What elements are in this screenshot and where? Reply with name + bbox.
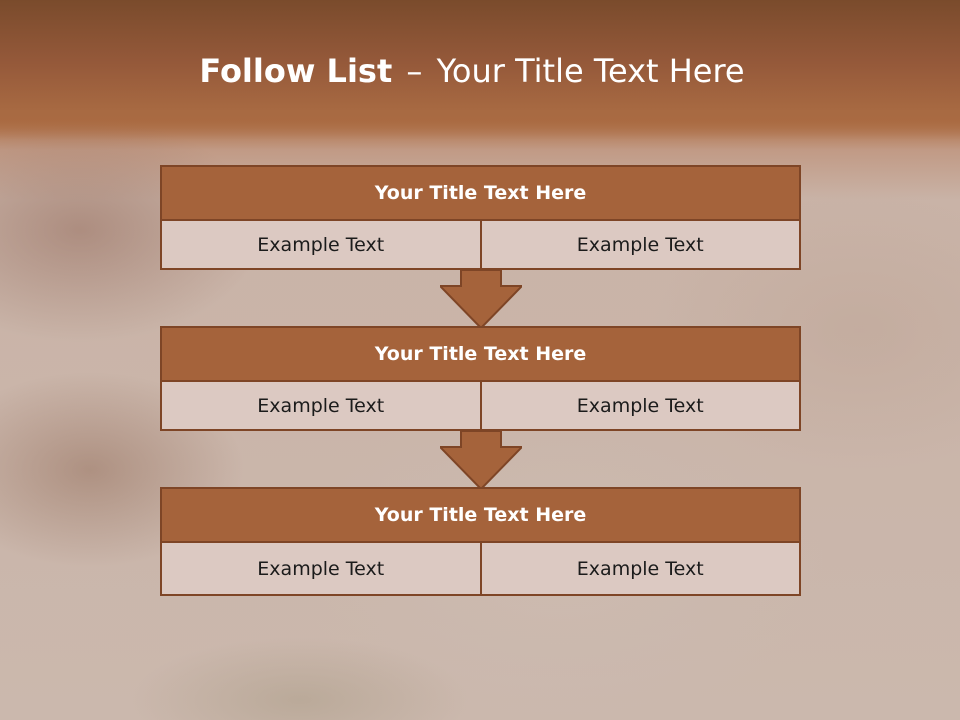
flow-block-title: Your Title Text Here [160,165,801,221]
down-arrow-icon [440,270,522,328]
slide-title-rest: Your Title Text Here [436,52,745,90]
flow-block-cell-left: Example Text [160,221,482,270]
slide-title-bold: Follow List [199,52,393,90]
flow-block-3: Your Title Text Here Example Text Exampl… [160,487,801,596]
flow-block-cell-right: Example Text [481,543,801,596]
header-band [0,0,960,140]
down-arrow-icon [440,431,522,489]
flow-block-cell-left: Example Text [160,543,482,596]
slide-title: Follow List – Your Title Text Here [0,52,944,90]
flow-block-title: Your Title Text Here [160,487,801,543]
flow-block-cell-right: Example Text [481,221,801,270]
slide-title-separator: – [406,52,423,90]
flow-block-row: Example Text Example Text [160,382,801,431]
flow-block-2: Your Title Text Here Example Text Exampl… [160,326,801,431]
flow-block-1: Your Title Text Here Example Text Exampl… [160,165,801,270]
flow-block-row: Example Text Example Text [160,221,801,270]
flow-block-row: Example Text Example Text [160,543,801,596]
flow-block-title: Your Title Text Here [160,326,801,382]
flow-block-cell-right: Example Text [481,382,801,431]
flow-block-cell-left: Example Text [160,382,482,431]
